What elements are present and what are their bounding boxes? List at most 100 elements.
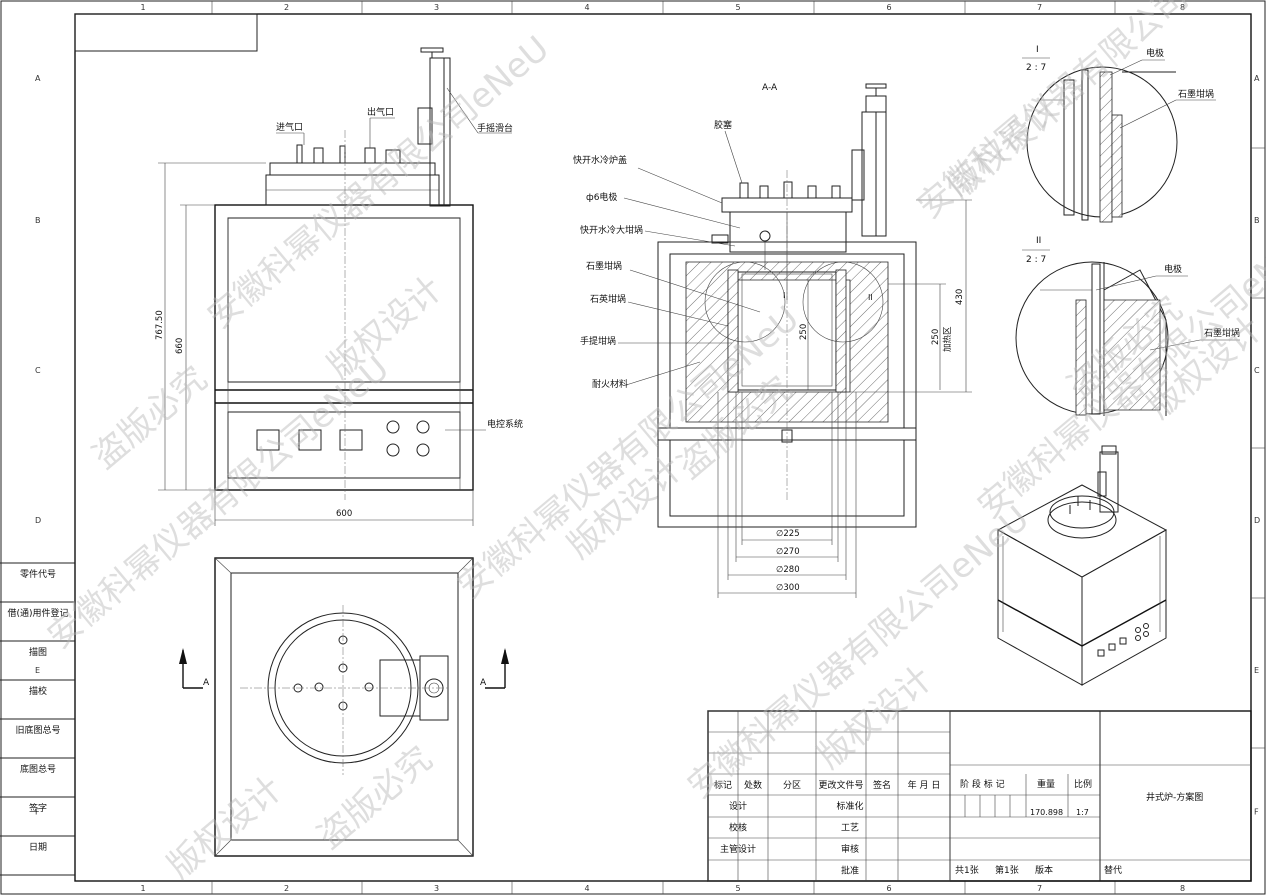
role-left-cell: 主管设计 bbox=[720, 843, 756, 855]
body-height-dim: 660 bbox=[175, 338, 185, 354]
control-label: 电控系统 bbox=[487, 418, 523, 430]
role-right-cell: 工艺 bbox=[841, 823, 859, 834]
detail1-mark: I bbox=[1036, 45, 1039, 55]
column-label-top: 1 bbox=[141, 3, 146, 12]
role-right-cell: 标准化 bbox=[836, 800, 863, 812]
section-title: A-A bbox=[762, 83, 778, 93]
title-header-cell: 年 月 日 bbox=[908, 779, 941, 791]
dim-d300: ∅300 bbox=[776, 583, 800, 593]
detail2-graphite: 石墨坩埚 bbox=[1204, 327, 1240, 339]
total-height-dim: 767.50 bbox=[155, 310, 165, 340]
row-label-right: F bbox=[1254, 808, 1259, 817]
watermark-text: 安徽科幂仪器有限公司eNeU bbox=[200, 28, 557, 336]
dim-d280: ∅280 bbox=[776, 565, 800, 575]
row-label-left: B bbox=[35, 216, 41, 225]
column-label-top: 4 bbox=[585, 3, 590, 12]
graphite-label: 石墨坩埚 bbox=[586, 260, 622, 272]
registry-cell: 旧底图总号 bbox=[15, 724, 60, 736]
title-header-cell: 标记 bbox=[714, 779, 732, 791]
registry-cell: 借(通)用件登记 bbox=[7, 607, 68, 619]
registry-cell: 描图 bbox=[29, 646, 47, 658]
quartz-label: 石英坩埚 bbox=[590, 293, 626, 305]
scale-label: 比例 bbox=[1074, 778, 1092, 790]
section-mark-left: A bbox=[203, 678, 210, 688]
title-header-cell: 分区 bbox=[783, 780, 801, 791]
top-view: A A bbox=[179, 557, 509, 857]
registry-cell: 签字 bbox=[29, 802, 47, 814]
scale-value: 1:7 bbox=[1076, 808, 1089, 817]
registry-cell: 描校 bbox=[29, 685, 47, 697]
row-label-right: C bbox=[1254, 366, 1260, 375]
electrode-label: ф6电极 bbox=[586, 191, 617, 203]
row-label-left: D bbox=[35, 516, 41, 525]
watermark-text: 版权设计 bbox=[160, 769, 290, 887]
column-label-top: 6 bbox=[887, 3, 892, 12]
registry-cell: 底图总号 bbox=[20, 763, 56, 775]
sheet-number: 第1张 bbox=[995, 864, 1019, 876]
row-label-right: A bbox=[1254, 74, 1260, 83]
column-label-top: 7 bbox=[1037, 3, 1042, 12]
column-label-top: 3 bbox=[434, 3, 439, 12]
detail2-scale: 2 : 7 bbox=[1026, 255, 1046, 265]
detail1-scale: 2 : 7 bbox=[1026, 63, 1046, 73]
drawing-name: 井式炉-方案图 bbox=[1146, 791, 1203, 803]
column-label-bottom: 6 bbox=[887, 884, 892, 893]
watermark-text: 盗版必究 bbox=[85, 359, 215, 477]
column-label-top: 5 bbox=[736, 3, 741, 12]
watermark-text: 盗版必究 bbox=[310, 739, 440, 857]
dim-d225: ∅225 bbox=[776, 529, 800, 539]
detail1-electrode: 电极 bbox=[1146, 47, 1164, 59]
watermark-text: 安徽科幂仪器有限公司eNeU bbox=[40, 348, 397, 656]
inlet-label: 进气口 bbox=[276, 121, 303, 133]
stage-label: 阶 段 标 记 bbox=[960, 778, 1005, 790]
title-header-cell: 签名 bbox=[873, 779, 891, 791]
row-label-right: B bbox=[1254, 216, 1260, 225]
weight-label: 重量 bbox=[1037, 778, 1055, 790]
detail2-mark: II bbox=[1036, 236, 1041, 246]
title-header-cell: 更改文件号 bbox=[818, 779, 863, 791]
crucible-big-label: 快开水冷大坩埚 bbox=[580, 224, 643, 236]
column-label-top: 2 bbox=[284, 3, 289, 12]
row-label-right: E bbox=[1254, 666, 1259, 675]
heat-zone-label: 加热区 bbox=[942, 326, 953, 352]
detail-mark-1: I bbox=[783, 291, 785, 300]
column-label-bottom: 7 bbox=[1037, 884, 1042, 893]
title-header-cell: 处数 bbox=[744, 779, 762, 791]
detail2-electrode: 电极 bbox=[1164, 263, 1182, 275]
watermark-text: 安徽科幂仪器有限公司eNeU bbox=[450, 298, 807, 606]
dim-250-inner: 250 bbox=[799, 324, 809, 340]
dim-430: 430 bbox=[955, 289, 965, 305]
handle-label: 手提坩埚 bbox=[580, 335, 616, 347]
refractory-label: 耐火材料 bbox=[592, 378, 628, 390]
registry-cell: 日期 bbox=[29, 842, 47, 853]
detail-view-2: II 2 : 7 电极 石墨坩埚 bbox=[1015, 236, 1240, 416]
version-label: 版本 bbox=[1035, 864, 1053, 876]
role-right-cell: 批准 bbox=[841, 865, 859, 877]
column-label-top: 8 bbox=[1180, 3, 1185, 12]
role-left-cell: 校核 bbox=[729, 822, 747, 834]
role-right-cell: 审核 bbox=[841, 843, 859, 855]
column-label-bottom: 2 bbox=[284, 884, 289, 893]
detail-view-1: I 2 : 7 电极 石墨坩埚 bbox=[1022, 45, 1216, 223]
replace-label: 替代 bbox=[1104, 864, 1122, 876]
slide-label: 手摇滑台 bbox=[477, 122, 513, 134]
lid-label: 快开水冷炉盖 bbox=[573, 154, 627, 166]
section-view: A-A I I bbox=[573, 83, 972, 598]
row-label-left: F bbox=[35, 808, 40, 817]
sheets-total: 共1张 bbox=[955, 865, 979, 876]
row-label-right: D bbox=[1254, 516, 1260, 525]
column-label-bottom: 3 bbox=[434, 884, 439, 893]
row-label-left: E bbox=[35, 666, 40, 675]
title-block: 标记处数分区更改文件号签名年 月 日设计校核主管设计标准化工艺审核批准 井式炉-… bbox=[707, 710, 1252, 882]
column-label-bottom: 4 bbox=[585, 884, 590, 893]
plug-label: 胶塞 bbox=[714, 119, 732, 131]
watermark-text: 安徽科幂仪器有限公司eNeU bbox=[680, 498, 1037, 806]
watermark-text: 版权设计 bbox=[940, 89, 1070, 207]
row-label-left: A bbox=[35, 74, 41, 83]
column-label-bottom: 1 bbox=[141, 884, 146, 893]
row-label-left: C bbox=[35, 366, 41, 375]
column-label-bottom: 5 bbox=[736, 884, 741, 893]
